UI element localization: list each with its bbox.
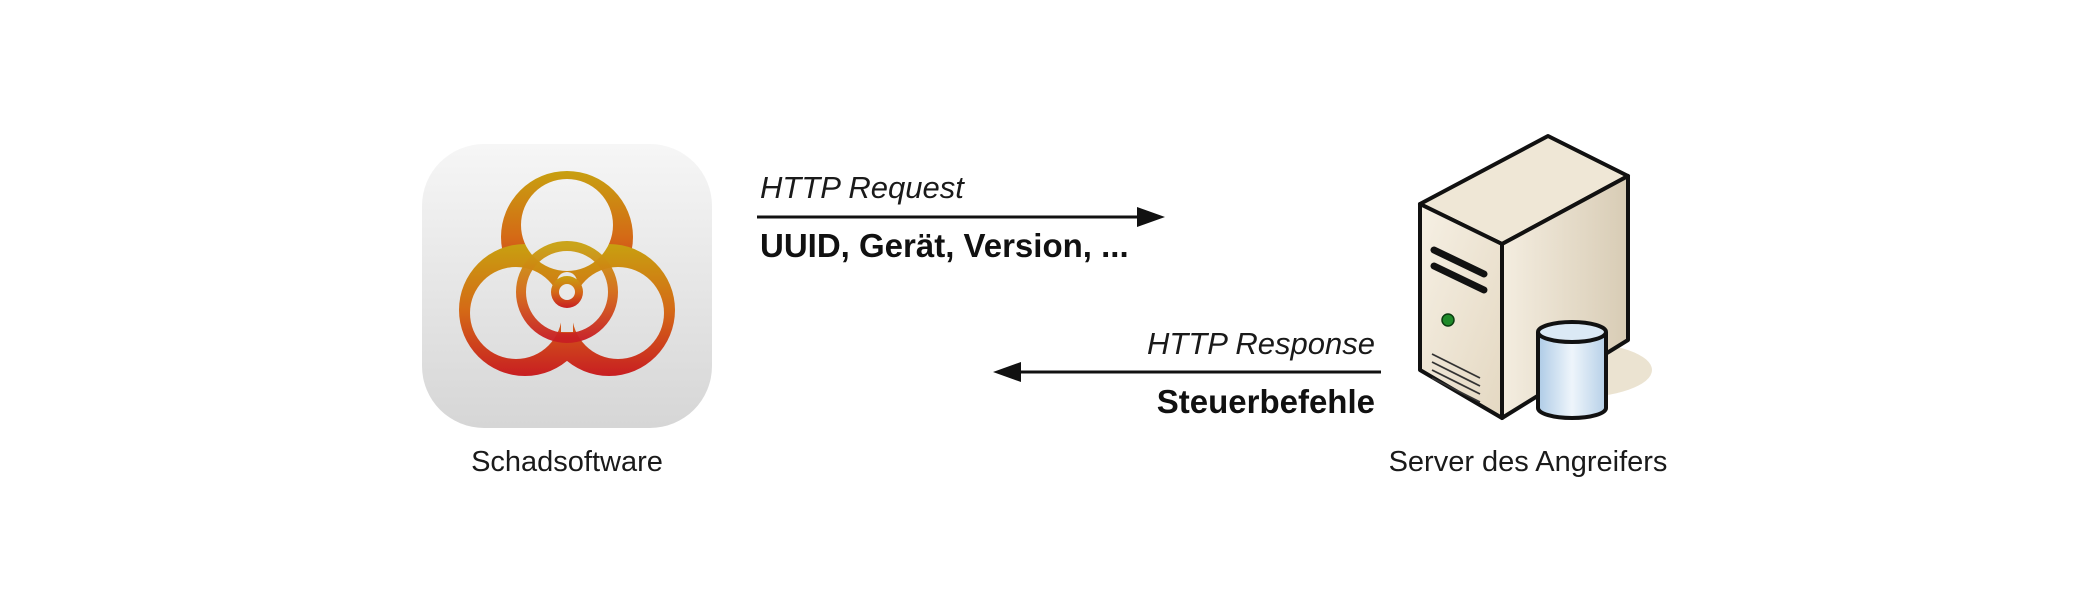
power-led: [1441, 313, 1455, 327]
request-arrow: [757, 207, 1165, 227]
database-drum: [1536, 332, 1608, 420]
request-title: HTTP Request: [760, 170, 964, 205]
response-arrow: [993, 362, 1381, 382]
malware-label: Schadsoftware: [471, 446, 663, 478]
server-icon: [1418, 134, 1652, 420]
response-content: Steuerbefehle: [1156, 383, 1375, 420]
server-front: [1418, 202, 1504, 420]
server-node: [1412, 132, 1652, 432]
malware-node: [420, 142, 714, 430]
server-label: Server des Angreifers: [1388, 446, 1668, 478]
request-content: UUID, Gerät, Version, ...: [760, 227, 1129, 264]
biohazard-icon: [422, 144, 712, 428]
response-title: HTTP Response: [1147, 326, 1375, 361]
